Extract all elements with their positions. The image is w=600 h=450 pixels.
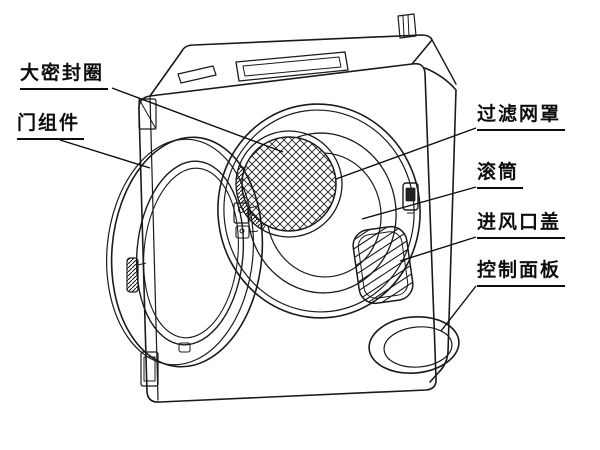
door-latch [402, 182, 419, 214]
leader-drum [361, 186, 477, 220]
label-air-inlet-cover: 进风口盖 [477, 211, 566, 239]
label-control-panel: 控制面板 [477, 259, 566, 287]
label-drum: 滚筒 [477, 161, 524, 189]
leader-door-assembly [59, 139, 151, 169]
leader-big-seal-ring [111, 87, 284, 153]
label-filter-mesh-cover: 过滤网罩 [477, 103, 566, 131]
leader-lines [59, 87, 477, 332]
door-handle [126, 257, 147, 293]
leader-control-panel [440, 285, 477, 332]
control-panel [368, 316, 460, 374]
door-hinge [233, 202, 259, 239]
leader-air-inlet-cover [399, 236, 477, 262]
door-assembly [106, 136, 264, 368]
filter-mesh-cover [235, 130, 343, 238]
label-door-assembly: 门组件 [17, 112, 85, 140]
label-big-seal-ring: 大密封圈 [20, 62, 109, 90]
air-inlet-cover [351, 224, 415, 306]
leader-filter-mesh-cover [335, 127, 477, 180]
dryer-body [138, 13, 457, 403]
door-bottom-tab [178, 342, 191, 353]
